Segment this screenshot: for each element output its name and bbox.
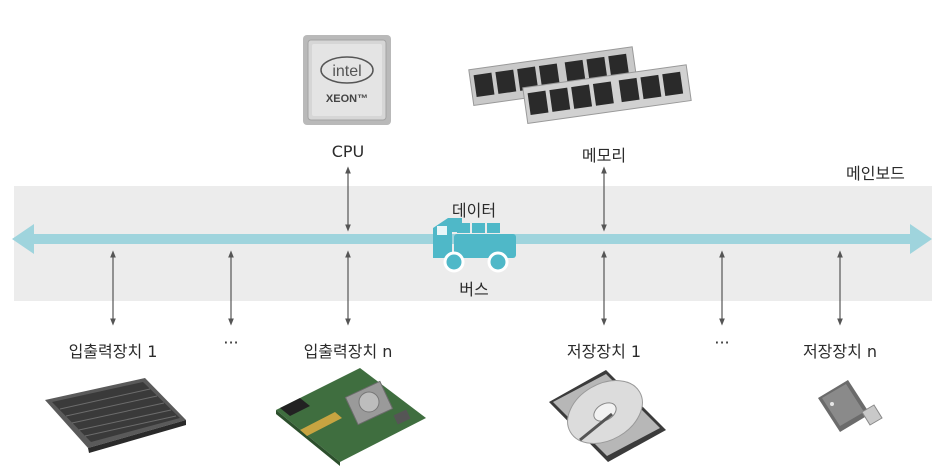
device-label-storage-n: 저장장치 n bbox=[802, 342, 878, 361]
hard-disk-icon bbox=[549, 370, 666, 462]
motherboard-label: 메인보드 bbox=[846, 164, 905, 183]
cpu-chip-icon: intel XEON™ bbox=[303, 35, 391, 125]
memory-module-icon bbox=[468, 46, 692, 125]
connector-arrows bbox=[110, 166, 843, 326]
device-label-io-1: 입출력장치 1 bbox=[68, 342, 158, 361]
usb-drive-icon bbox=[818, 380, 883, 432]
cpu-label: CPU bbox=[331, 142, 365, 161]
graphics-card-icon bbox=[276, 368, 426, 466]
data-label: 데이터 bbox=[451, 201, 497, 220]
device-label-storage-1: 저장장치 1 bbox=[566, 342, 642, 361]
device-label-io-ellipsis: ··· bbox=[223, 333, 239, 352]
truck-icon bbox=[433, 218, 516, 273]
device-label-storage-ellipsis: ··· bbox=[714, 333, 730, 352]
device-label-io-n: 입출력장치 n bbox=[303, 342, 393, 361]
bus-label: 버스 bbox=[459, 280, 489, 299]
cpu-chip-model: XEON™ bbox=[326, 93, 368, 105]
memory-label: 메모리 bbox=[581, 146, 627, 165]
keyboard-icon bbox=[45, 378, 186, 453]
cpu-chip-brand: intel bbox=[332, 63, 361, 80]
